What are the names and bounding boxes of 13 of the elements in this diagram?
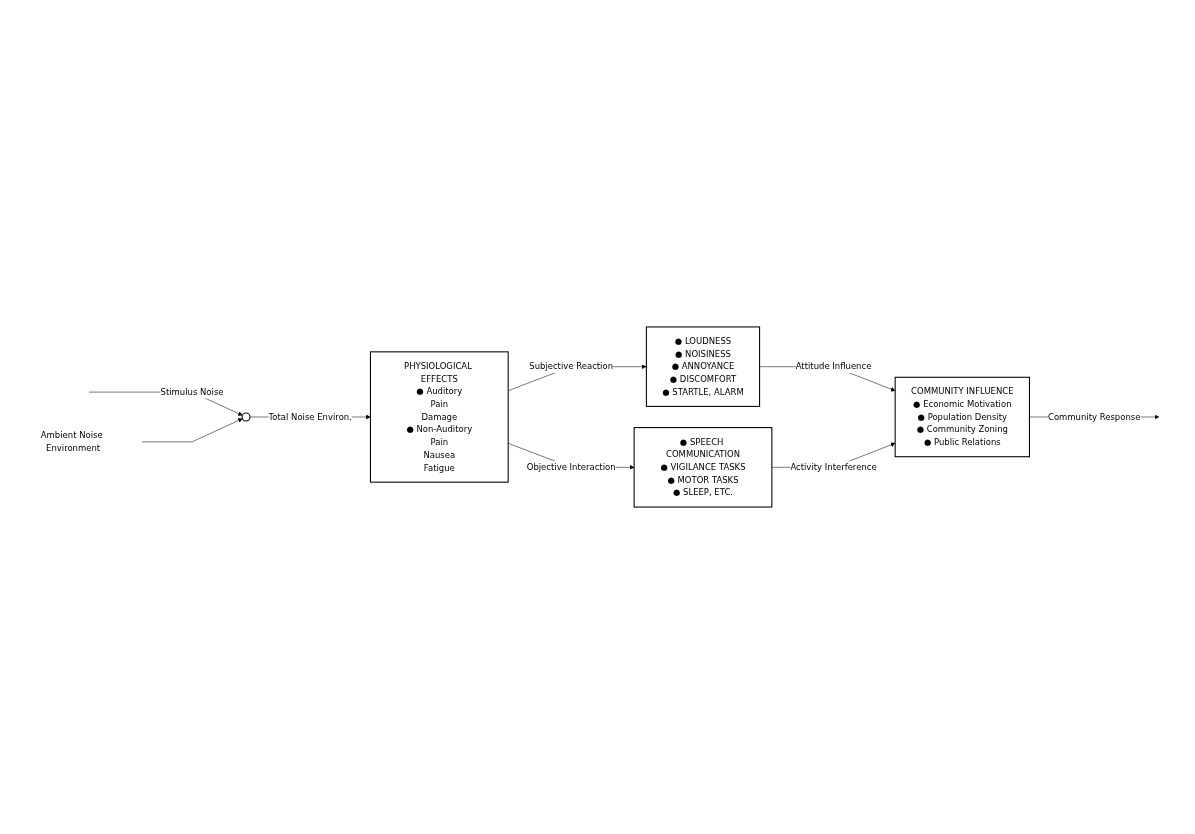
edge-label: Community Response	[1047, 411, 1141, 422]
edge-label: Activity Interference	[790, 462, 877, 473]
edge-label: Objective Interaction	[526, 462, 616, 473]
edge-label: Stimulus Noise	[160, 386, 224, 397]
node-text: Ambient Noise Environment	[40, 430, 103, 454]
node-box: ● LOUDNESS ● NOISINESS ● ANNOYANCE ● DISCOMFORT ● STARTLE, ALARM	[645, 326, 761, 407]
edge-label: Attitude Influence	[795, 361, 872, 372]
edge-label: Subjective Reaction	[529, 361, 614, 372]
node-box: ● SPEECH COMMUNICATION ● VIGILANCE TASKS ● MOTOR TASKS ● SLEEP, ETC.	[633, 427, 773, 508]
node-box: PHYSIOLOGICAL EFFECTS ● Auditory Pain Damage ● Non-Auditory Pain Nausea Fatigue	[369, 351, 509, 483]
node-circle	[241, 412, 251, 422]
edge-label: Total Noise Environ.	[268, 411, 352, 422]
node-box: COMMUNITY INFLUENCE ● Economic Motivation ● Population Density ● Community Zoning ● Public Relations	[894, 376, 1030, 458]
